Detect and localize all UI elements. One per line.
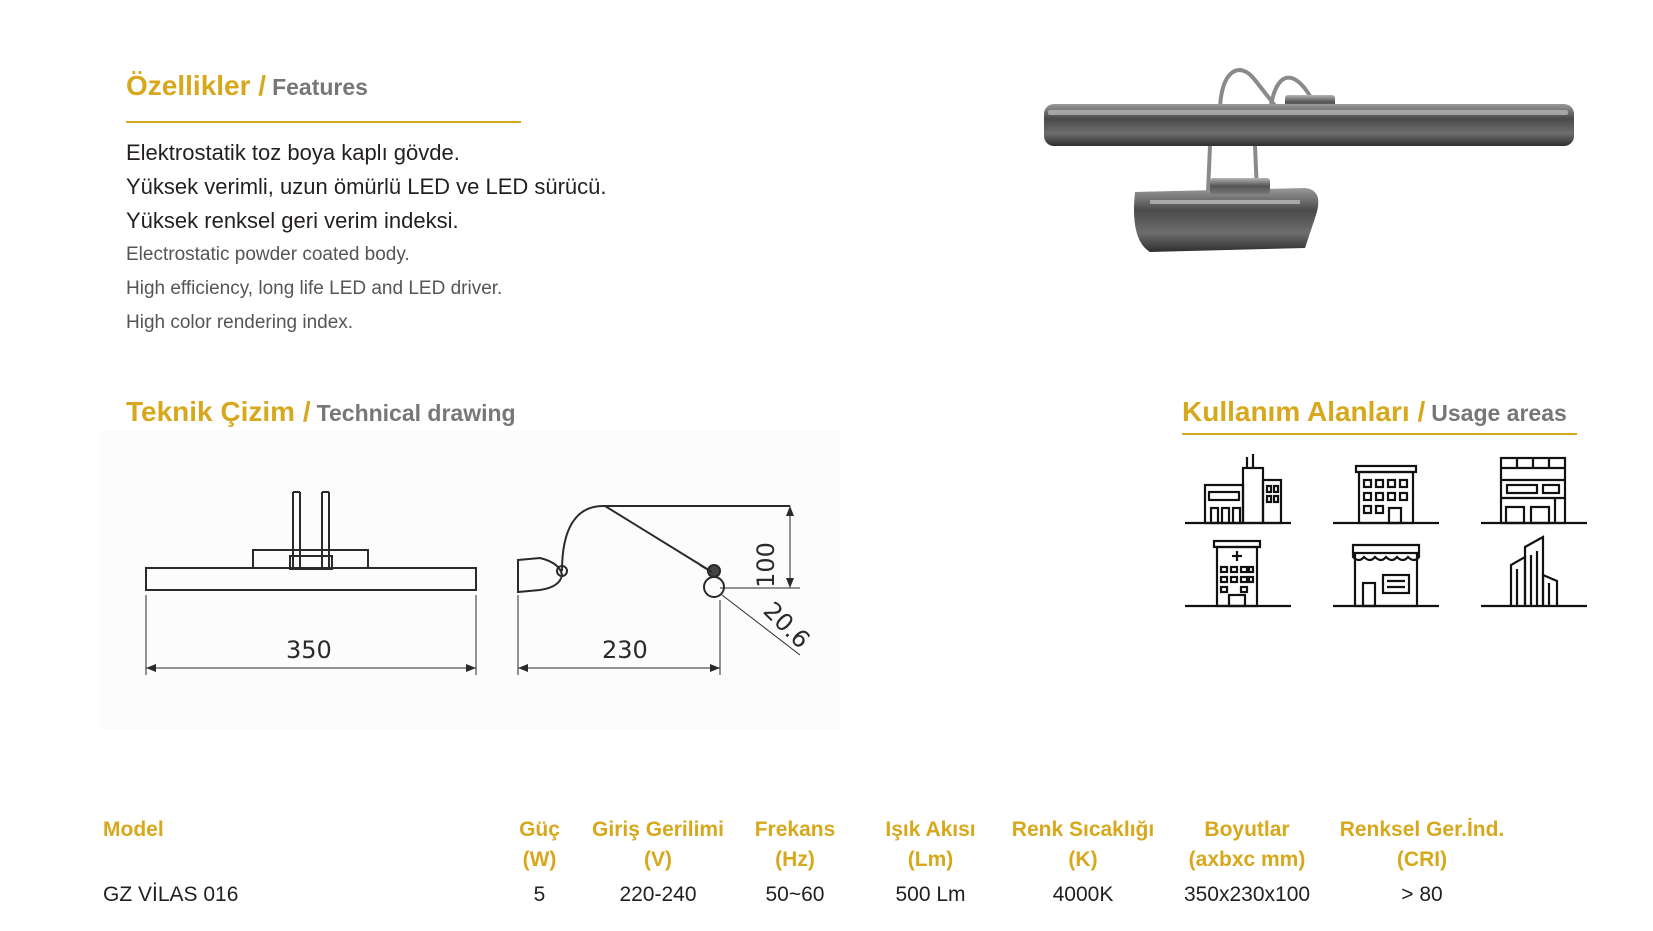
dimension-d-label: 20.6 <box>758 596 816 654</box>
header-dimensions: Boyutlar(axbxc mm) <box>1188 818 1306 871</box>
feature-line-en: Electrostatic powder coated body. <box>126 244 410 265</box>
feature-line-en: High color rendering index. <box>126 312 354 333</box>
technical-drawing: 350 230 100 20.6 <box>145 491 816 675</box>
cell-power: 5 <box>533 883 546 906</box>
shop-icon <box>1333 543 1439 608</box>
spec-table-header: Model Güç(W) Giriş Gerilimi(V) Frekans(H… <box>103 815 1517 875</box>
header-power: Güç(W) <box>519 818 560 871</box>
cell-frequency: 50~60 <box>765 883 825 906</box>
features-list: Elektrostatik toz boya kaplı gövde. Yüks… <box>126 136 607 340</box>
industrial-building-icon <box>1185 454 1291 525</box>
header-luminous-flux: Işık Akısı(Lm) <box>885 818 976 871</box>
hospital-icon <box>1185 539 1291 608</box>
skyscraper-icon <box>1481 535 1587 608</box>
cell-color-temperature: 4000K <box>1052 883 1114 906</box>
cell-input-voltage: 220-240 <box>619 883 697 906</box>
dimension-c-label: 100 <box>752 542 780 588</box>
header-frequency: Frekans(Hz) <box>754 818 836 871</box>
front-view-mount <box>252 549 369 569</box>
usage-title-en: Usage areas <box>1431 400 1567 426</box>
features-underline <box>126 121 521 123</box>
technical-title-en: Technical drawing <box>316 400 516 426</box>
features-title-tr: Özellikler / <box>126 70 267 101</box>
feature-line-tr: Yüksek renksel geri verim indeksi. <box>126 208 459 233</box>
cell-model: GZ VİLAS 016 <box>103 883 239 906</box>
header-input-voltage: Giriş Gerilimi(V) <box>592 818 724 871</box>
product-photo <box>1044 68 1574 252</box>
technical-drawing-area <box>100 430 840 730</box>
feature-line-tr: Elektrostatik toz boya kaplı gövde. <box>126 140 460 165</box>
header-model: Model <box>103 818 164 841</box>
technical-title-tr: Teknik Çizim / <box>126 396 311 427</box>
office-building-icon <box>1333 464 1439 525</box>
features-title-en: Features <box>272 74 368 100</box>
spec-table: Model Güç(W) Giriş Gerilimi(V) Frekans(H… <box>103 815 1517 907</box>
header-cri: Renksel Ger.İnd.(CRI) <box>1339 818 1505 871</box>
feature-line-en: High efficiency, long life LED and LED d… <box>126 278 503 299</box>
feature-line-tr: Yüksek verimli, uzun ömürlü LED ve LED s… <box>126 174 607 199</box>
usage-heading: Kullanım Alanları /Usage areas <box>1182 396 1567 428</box>
front-view-clamp <box>289 555 333 570</box>
front-view-body <box>145 567 477 591</box>
features-heading: Özellikler /Features <box>126 70 368 102</box>
cell-luminous-flux: 500 Lm <box>895 883 966 906</box>
usage-underline <box>1182 433 1577 435</box>
cell-cri: > 80 <box>1401 883 1443 906</box>
usage-title-tr: Kullanım Alanları / <box>1182 396 1426 427</box>
technical-heading: Teknik Çizim /Technical drawing <box>126 396 516 428</box>
side-view-head <box>517 556 564 594</box>
dimension-a-label: 350 <box>286 636 332 664</box>
cell-dimensions: 350x230x100 <box>1183 883 1311 906</box>
shopping-mall-icon <box>1481 456 1587 525</box>
table-row: GZ VİLAS 016 5 220-240 50~60 500 Lm 4000… <box>103 875 1517 907</box>
dimension-b-label: 230 <box>602 636 648 664</box>
header-color-temperature: Renk Sıcaklığı(K) <box>1011 818 1155 871</box>
